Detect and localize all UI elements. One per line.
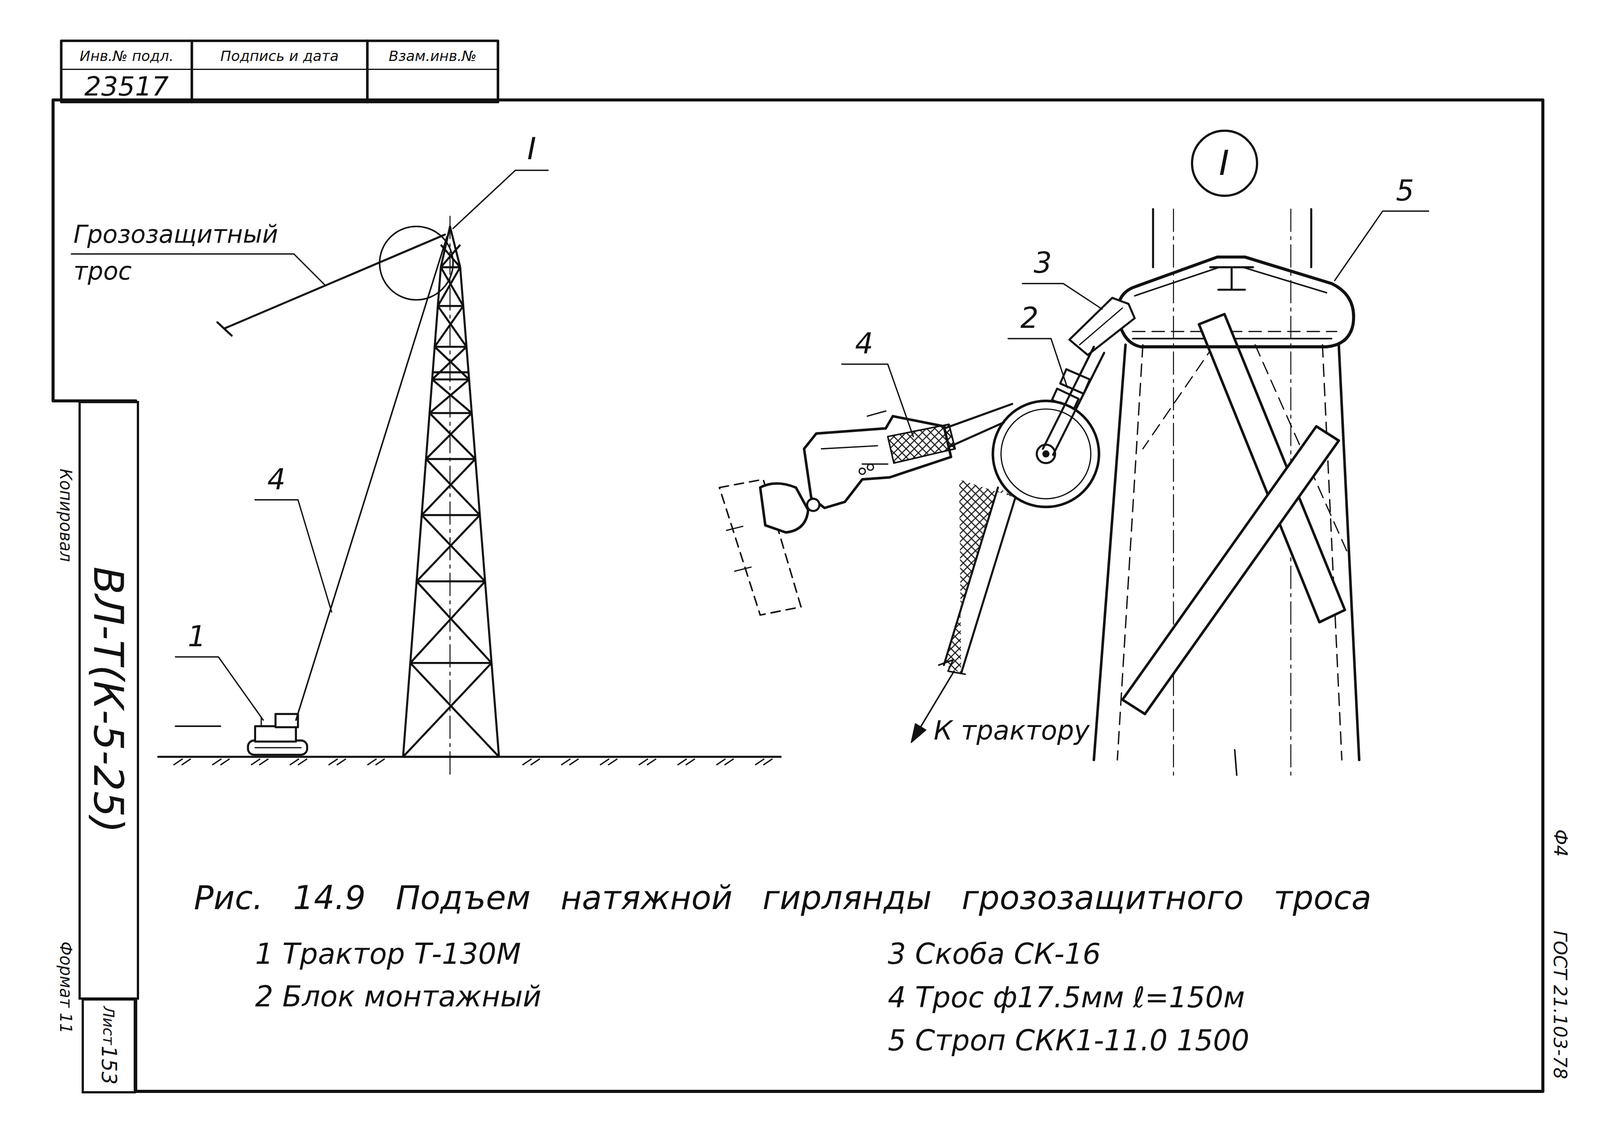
title-block [61,40,498,102]
sheet-frame [52,100,1543,1092]
tower-head [1132,331,1337,333]
leader-line [453,170,549,229]
tension-clamp [858,468,866,475]
tower-lattice [403,226,500,758]
callout-number: 1 [187,620,207,654]
view-marker-circle: I [1190,129,1259,197]
tension-clamp [867,464,874,471]
tractor [275,714,298,728]
ground-hatch [173,758,773,766]
insulator-string [726,526,752,572]
callout-number: 2 [1020,301,1039,335]
ground-hatch [173,758,773,766]
direction-note: К трактору [933,715,1090,746]
margin-note: Формат 11 [56,941,75,1034]
leader-line [175,657,264,721]
leader-line [1008,338,1068,388]
insulator-string [806,498,820,511]
ground-wire [217,322,232,336]
center-line [449,216,451,776]
center-line [449,216,451,776]
pulley-block [1042,346,1104,455]
pulley-block [992,401,1099,508]
leader-line [841,211,1429,437]
sheet-frame [52,100,1543,1092]
shackle [1079,308,1123,345]
rope [911,723,926,743]
leader-line [71,170,548,721]
pulley-block [1001,409,1091,499]
part-name: Грозозащитный трос [73,216,298,290]
tension-clamp [821,411,888,465]
ground-wire [224,234,445,329]
pulley-block [992,346,1104,507]
callout-number: 3 [1033,246,1052,280]
callout-number: 4 [854,327,874,361]
sling [1134,267,1327,297]
parts-list-item: 4 Трос ф17.5мм ℓ=150м [887,981,1245,1015]
tension-clamp [887,424,955,463]
shackle [1069,297,1135,355]
callout-number: I [527,131,537,167]
tractor [255,726,297,742]
sheet-number-box: Лист153 [81,998,136,1094]
tower-head [1094,209,1360,776]
table-cell: Взам.инв.№ [388,47,477,65]
margin-note: Копировал [56,468,75,563]
sling [1210,267,1254,290]
tower-head [1234,749,1238,776]
title-block [61,40,498,102]
parts-list-item: 1 Трактор Т-130М [255,937,522,971]
rope [943,479,1016,674]
sling [1117,257,1354,347]
parts-list-item: 2 Блок монтажный [255,980,542,1014]
tractor [175,714,307,755]
parts-list-item: 5 Строп СКК1-11.0 1500 [887,1024,1250,1058]
table-cell: 23517 [84,71,169,102]
leader-line [255,499,332,612]
insulator-string [719,479,820,615]
leader-line [1334,211,1429,281]
node-text: Лист [99,1006,118,1046]
parts-list-item: 3 Скоба СК-16 [887,937,1101,971]
tower-lattice [403,226,500,758]
table-cell: Подпись и дата [220,47,339,65]
pulley-block [1042,450,1050,458]
sheet-side-box: ВЛ-Т(К-5-25) [78,401,140,1000]
margin-note: Ф4 [1549,828,1571,857]
tower-head [1122,426,1339,715]
node-text: 153 [96,1046,120,1086]
table-cell: Инв.№ подл. [79,47,174,65]
tractor [255,717,301,748]
illustration [52,40,1543,1092]
callout-number: 4 [267,463,286,497]
callout-number: 5 [1395,174,1415,208]
sling [1117,257,1354,347]
tractor [175,725,221,728]
rope [938,659,966,675]
node-text: ВЛ-Т(К-5-25) [84,566,132,834]
leader-line [841,364,914,437]
shackle [1069,297,1135,355]
title-block [191,40,368,102]
node-text: I [1218,143,1230,184]
title-block [61,68,498,70]
insulator-string [760,483,809,533]
pulley-block [1036,444,1056,464]
figure-caption: Рис. 14.9 Подъем натяжной гирлянды грозо… [193,879,1372,917]
tension-clamp [804,411,956,509]
margin-note: ГОСТ 21.103-78 [1549,930,1571,1080]
